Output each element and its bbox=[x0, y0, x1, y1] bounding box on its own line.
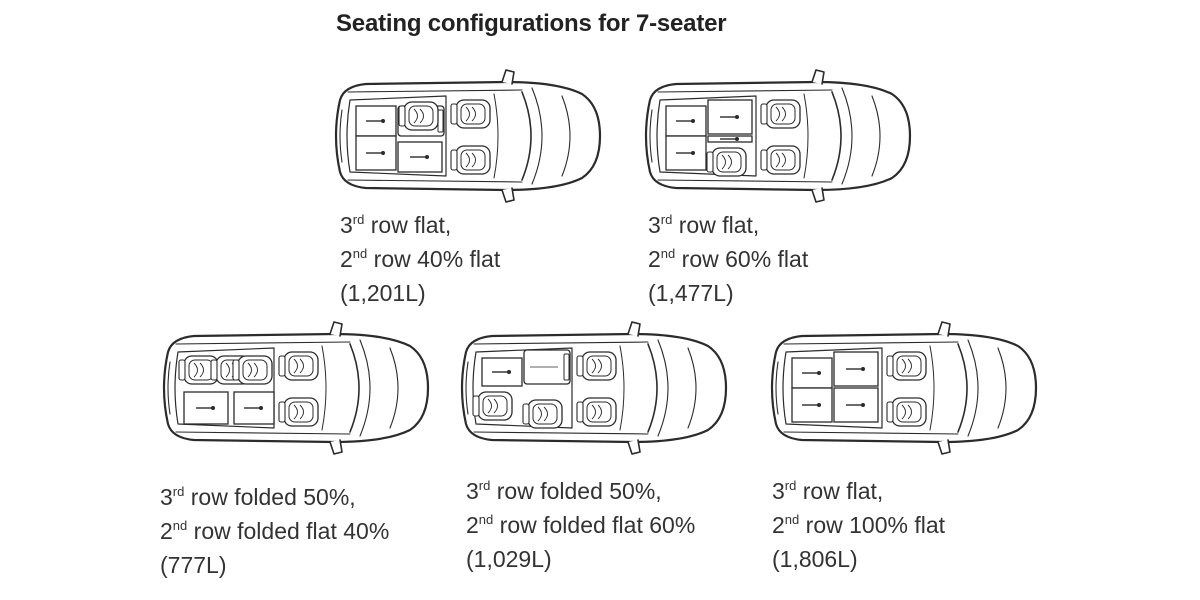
folded-seatback bbox=[523, 349, 571, 385]
seat-icon bbox=[278, 397, 319, 427]
diagram-title: Seating configurations for 7-seater bbox=[336, 10, 727, 37]
folded-seat-panel bbox=[833, 351, 879, 387]
car-diagram-4 bbox=[452, 321, 728, 455]
folded-seat-panel bbox=[397, 141, 443, 173]
caption-row2: 2nd row folded flat 40% bbox=[160, 518, 390, 544]
seat-icon bbox=[278, 351, 319, 381]
caption-4: 3rd row folded 50%, 2nd row folded flat … bbox=[466, 474, 695, 576]
folded-seat-panel bbox=[665, 105, 707, 137]
folded-seat-panel bbox=[481, 357, 523, 387]
seat-icon bbox=[522, 399, 563, 429]
caption-row3: 3rd row flat, bbox=[648, 212, 760, 238]
car-diagram-2 bbox=[636, 69, 912, 203]
caption-2: 3rd row flat, 2nd row 60% flat (1,477L) bbox=[648, 208, 808, 310]
seat-icon bbox=[398, 101, 439, 131]
seat-icon bbox=[450, 99, 491, 129]
folded-seat-panel bbox=[233, 391, 275, 425]
folded-seat-panel bbox=[707, 99, 753, 135]
seat-icon bbox=[760, 99, 801, 129]
caption-row2: 2nd row 40% flat bbox=[340, 246, 501, 272]
folded-seat-panel bbox=[355, 105, 397, 137]
caption-row3: 3rd row flat, bbox=[772, 478, 884, 504]
caption-5: 3rd row flat, 2nd row 100% flat (1,806L) bbox=[772, 474, 945, 576]
seat-icon bbox=[706, 147, 747, 177]
folded-seat-panel bbox=[791, 387, 833, 423]
seat-icon bbox=[576, 351, 617, 381]
seat-icon bbox=[760, 145, 801, 175]
caption-row3: 3rd row folded 50%, bbox=[466, 478, 662, 504]
folded-seat-panel bbox=[183, 391, 229, 425]
folded-seat-panel bbox=[665, 135, 707, 171]
seat-icon bbox=[576, 397, 617, 427]
caption-row3: 3rd row flat, bbox=[340, 212, 452, 238]
caption-capacity: (1,477L) bbox=[648, 280, 734, 306]
caption-row2: 2nd row 60% flat bbox=[648, 246, 809, 272]
seat-icon bbox=[886, 397, 927, 427]
caption-capacity: (1,806L) bbox=[772, 546, 858, 572]
folded-seat-panel bbox=[707, 135, 753, 143]
seat-icon bbox=[886, 351, 927, 381]
caption-capacity: (1,201L) bbox=[340, 280, 426, 306]
folded-seat-panel bbox=[833, 387, 879, 423]
car-diagram-1 bbox=[326, 69, 602, 203]
caption-1: 3rd row flat, 2nd row 40% flat (1,201L) bbox=[340, 208, 500, 310]
caption-row2: 2nd row folded flat 60% bbox=[466, 512, 696, 538]
car-diagram-3 bbox=[154, 321, 430, 455]
caption-capacity: (1,029L) bbox=[466, 546, 552, 572]
seat-icon bbox=[450, 145, 491, 175]
folded-seat-panel bbox=[791, 357, 833, 389]
seat-icon bbox=[232, 355, 273, 385]
car-diagram-5 bbox=[762, 321, 1038, 455]
folded-seat-panel bbox=[355, 135, 397, 171]
caption-capacity: (777L) bbox=[160, 552, 227, 578]
caption-3: 3rd row folded 50%, 2nd row folded flat … bbox=[160, 480, 389, 582]
caption-row3: 3rd row folded 50%, bbox=[160, 484, 356, 510]
caption-row2: 2nd row 100% flat bbox=[772, 512, 946, 538]
seat-icon bbox=[472, 391, 513, 421]
